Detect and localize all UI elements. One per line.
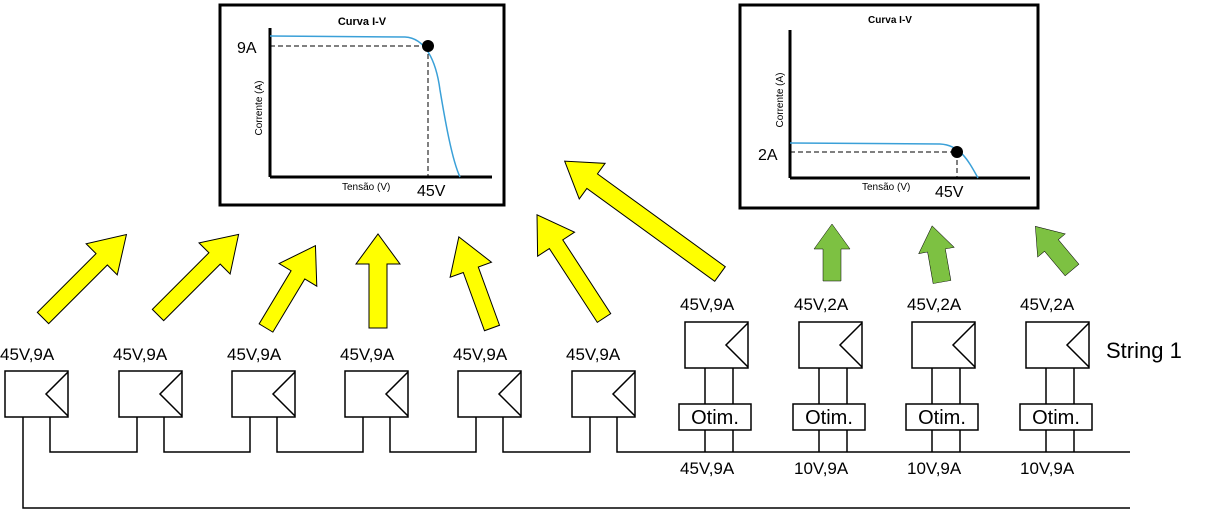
panel-top-label: 45V,2A (1020, 295, 1075, 314)
optimizer-output-label: 10V,9A (907, 459, 962, 478)
optimizer-label: Otim. (918, 407, 966, 429)
panel-label: 45V,9A (227, 345, 282, 364)
arrow-up-icon (36, 233, 128, 325)
solar-panel-icon (457, 370, 522, 418)
solar-panel-icon (798, 321, 863, 369)
arrow-up-icon (151, 233, 240, 322)
x-axis-label: Tensão (V) (862, 182, 910, 193)
arrow-up-icon (536, 214, 612, 324)
return-wire (22, 417, 1130, 509)
chart-title: Curva I-V (868, 15, 912, 26)
optimizer-label: Otim. (691, 407, 739, 429)
series-wire (276, 417, 364, 453)
iv-chart-right: Curva I-V 2A 45V Tensão (V) Corrente (A) (738, 3, 1040, 210)
panel-label: 45V,9A (566, 345, 621, 364)
operating-point (951, 146, 963, 158)
y-axis-label: Corrente (A) (254, 80, 265, 135)
string-label: String 1 (1106, 338, 1182, 363)
green-arrows (813, 223, 1080, 284)
y-axis-label: Corrente (A) (775, 72, 786, 127)
series-wire (49, 417, 138, 453)
panel-top-label: 45V,9A (680, 295, 735, 314)
solar-panel-icon (684, 321, 749, 369)
chart-title: Curva I-V (338, 16, 387, 28)
chart-frame (218, 3, 506, 207)
arrow-up-icon (563, 160, 726, 282)
iv-chart-left: Curva I-V 9A 45V Tensão (V) Corrente (A) (218, 3, 506, 207)
optimizer-box-icon (678, 403, 1093, 431)
iv-curve (269, 35, 461, 178)
panel-label: 45V,9A (0, 345, 55, 364)
solar-panel-icon (118, 370, 183, 418)
series-wire (163, 417, 251, 453)
arrow-up-icon (1035, 226, 1080, 277)
series-wire (389, 417, 477, 453)
point-voltage-label: 45V (417, 183, 446, 200)
solar-panel-icon (1025, 321, 1090, 369)
x-axis-label: Tensão (V) (342, 182, 390, 193)
solar-panel-icon (571, 370, 636, 418)
arrow-up-icon (355, 233, 401, 329)
point-current-label: 2A (758, 147, 778, 164)
arrow-up-icon (813, 223, 851, 282)
panel-label: 45V,9A (340, 345, 395, 364)
operating-point (422, 40, 434, 52)
point-voltage-label: 45V (935, 184, 964, 201)
panel-top-label: 45V,2A (907, 295, 962, 314)
plain-panels: 45V,9A 45V,9A 45V,9A 45V,9A 45V,9A 45V,9… (0, 345, 636, 418)
panel-top-label: 45V,2A (794, 295, 849, 314)
optimizer-output-label: 10V,9A (794, 459, 849, 478)
optimizer-output-label: 45V,9A (680, 459, 735, 478)
solar-panel-icon (911, 321, 976, 369)
optimizer-output-label: 10V,9A (1020, 459, 1075, 478)
optimized-panels: Otim. Otim. Otim. Otim. 45V,9A 45V,2A 45… (678, 295, 1093, 478)
arrow-up-icon (918, 225, 955, 284)
arrow-up-icon (449, 235, 501, 332)
series-wire (502, 417, 591, 453)
bus-wire (616, 417, 1130, 453)
yellow-arrows (36, 160, 726, 333)
solar-panel-icon (4, 370, 69, 418)
wiring (22, 368, 1130, 509)
arrow-up-icon (258, 244, 318, 333)
optimizer-label: Otim. (805, 407, 853, 429)
solar-panel-icon (231, 370, 296, 418)
optimizer-label: Otim. (1032, 407, 1080, 429)
point-current-label: 9A (237, 40, 257, 57)
solar-panel-icon (344, 370, 409, 418)
panel-label: 45V,9A (453, 345, 508, 364)
panel-label: 45V,9A (113, 345, 168, 364)
